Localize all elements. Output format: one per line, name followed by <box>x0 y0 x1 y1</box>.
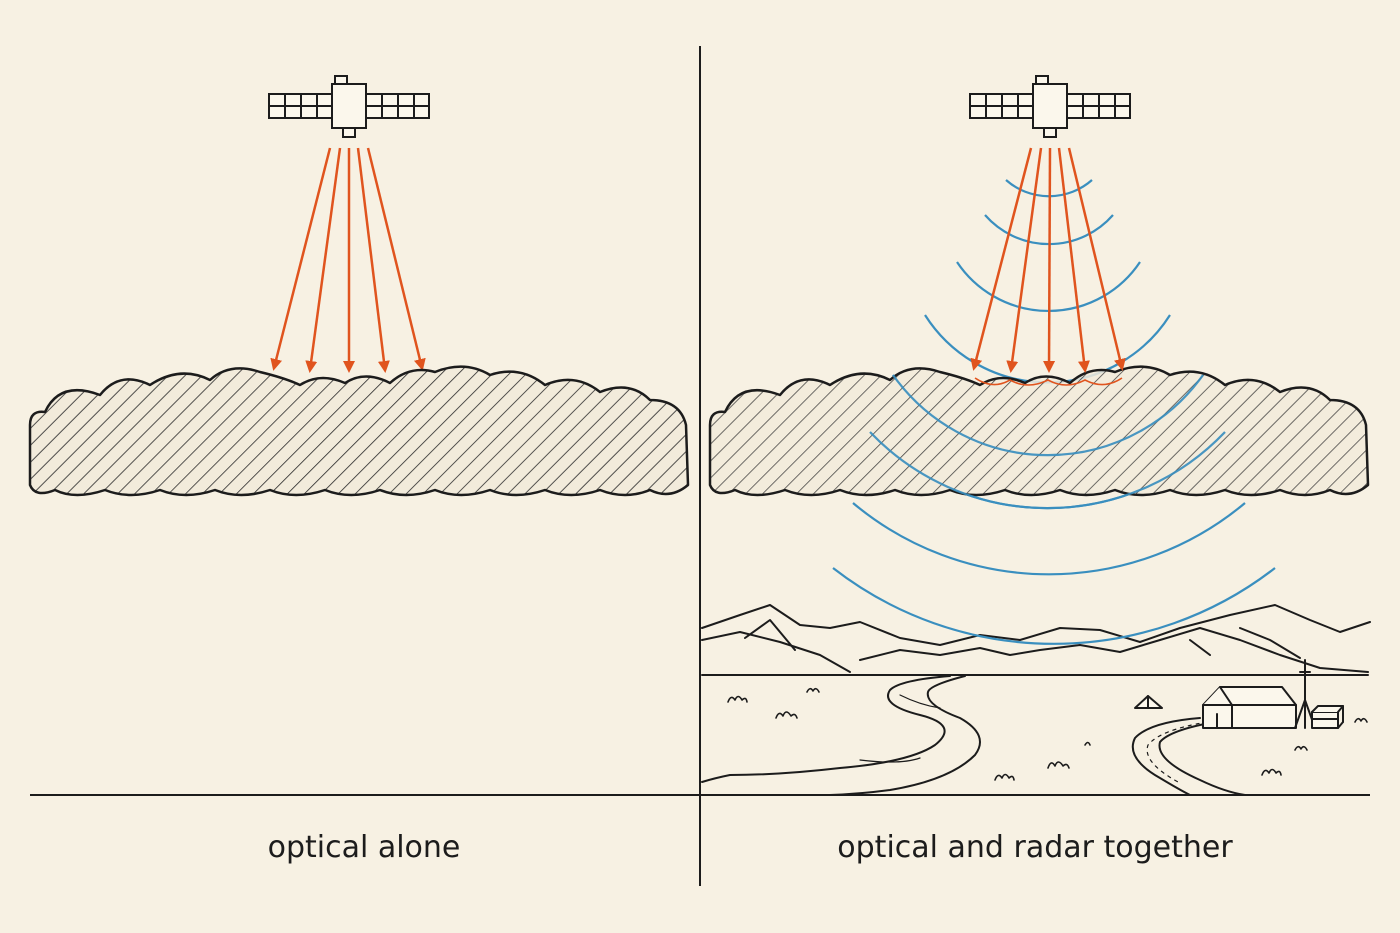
shrub <box>1047 761 1070 769</box>
building-icon <box>1202 686 1297 729</box>
optical-arrows <box>270 147 426 373</box>
radar-wave <box>892 374 1204 457</box>
cloud-layer <box>708 365 1370 497</box>
panel-right <box>701 75 1371 796</box>
river-flow <box>859 694 941 763</box>
antenna-icon <box>1294 659 1316 729</box>
optical-reflection <box>974 377 1123 386</box>
river <box>701 675 951 783</box>
optical-arrow <box>356 147 390 373</box>
caption-optical-and-radar: optical and radar together <box>837 830 1233 865</box>
optical-arrow <box>1057 147 1090 373</box>
satellite-icon <box>969 75 1131 138</box>
shrub <box>806 687 820 693</box>
tent-icon <box>1134 695 1163 709</box>
shrubs <box>727 687 1368 781</box>
optical-arrow <box>305 147 342 373</box>
optical-arrows <box>970 147 1126 386</box>
river <box>829 675 981 796</box>
crate-icon <box>1311 705 1344 729</box>
satellite-icon <box>268 75 430 138</box>
optical-arrow <box>270 147 332 371</box>
optical-arrow <box>1043 147 1056 373</box>
shrub <box>1261 768 1282 776</box>
road <box>1158 721 1246 796</box>
shrub <box>994 773 1015 781</box>
cloud-layer <box>28 365 690 497</box>
radar-wave <box>832 567 1276 645</box>
caption-optical-alone: optical alone <box>267 830 461 865</box>
optical-arrow <box>1067 147 1126 371</box>
panel-left <box>28 75 690 497</box>
optical-arrow <box>970 147 1033 371</box>
radar-waves-through-cloud <box>869 374 1226 510</box>
landscape <box>701 604 1371 796</box>
radar-wave <box>852 502 1246 576</box>
road <box>1131 717 1201 796</box>
mountains-front <box>701 627 1369 673</box>
shrub <box>1084 741 1091 746</box>
mountain-ridge <box>744 619 1301 659</box>
optical-arrow <box>1006 147 1043 373</box>
shrub <box>727 695 748 703</box>
radar-wave <box>869 431 1226 510</box>
mountains-back <box>701 604 1371 646</box>
shrub <box>1294 745 1308 751</box>
road-centerline <box>1146 721 1208 783</box>
shrub <box>775 711 798 719</box>
shrub <box>1354 717 1368 723</box>
optical-arrow <box>366 147 426 371</box>
